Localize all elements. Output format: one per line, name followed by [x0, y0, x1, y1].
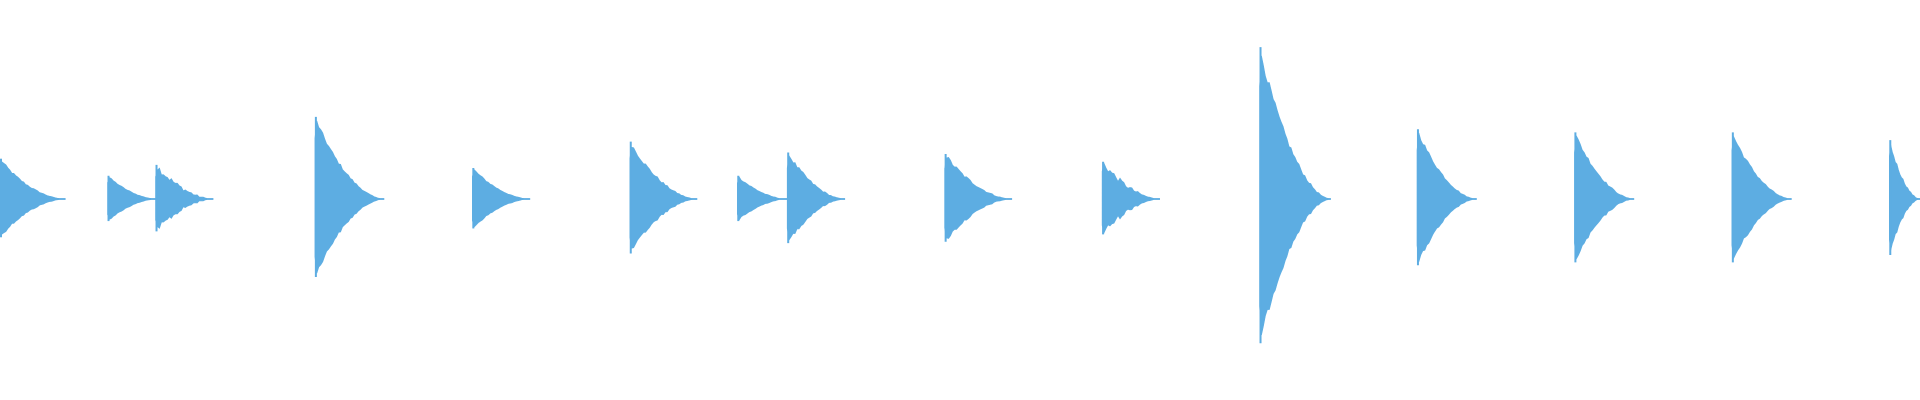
sound-event-8: [786, 155, 846, 241]
sound-event-14: [1731, 135, 1792, 260]
sound-event-1: [0, 161, 66, 235]
sound-event-13: [1574, 134, 1635, 260]
sound-event-2: [107, 177, 158, 220]
sound-event-6: [629, 146, 698, 249]
sound-event-12: [1416, 132, 1477, 262]
sound-event-15: [1889, 144, 1920, 251]
sound-event-9: [944, 157, 1013, 239]
sound-event-11: [1259, 55, 1331, 336]
sound-event-7: [737, 176, 788, 221]
sound-event-10: [1101, 162, 1160, 234]
sound-event-4: [314, 120, 385, 274]
sound-event-5: [472, 169, 531, 228]
sound-event-3: [155, 167, 214, 229]
